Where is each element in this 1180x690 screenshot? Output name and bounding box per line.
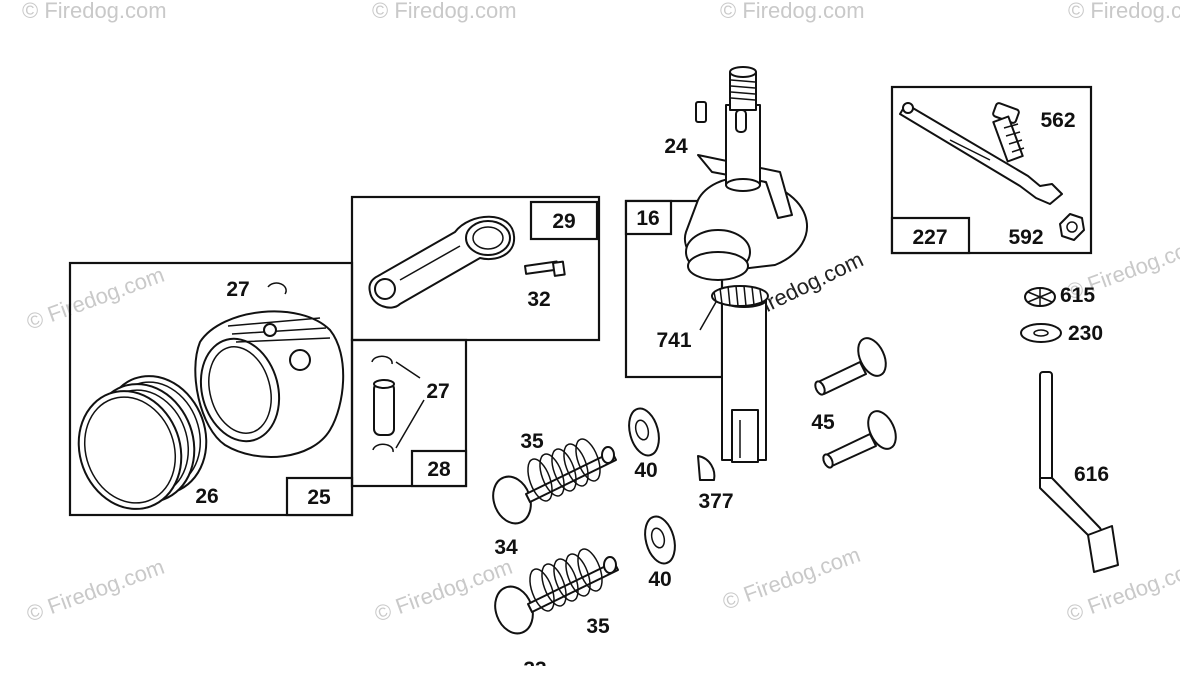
callout-40: 40 [648,568,671,591]
valve-spring [527,438,601,502]
callout-tag [624,199,673,236]
callout-35: 35 [586,615,610,638]
governor-shaft-parts: 615 230 616 [1020,284,1119,573]
woodruff-key-377 [697,455,716,481]
watermark: © Firedog.com [1068,0,1180,23]
spring-cap [603,556,617,574]
group-29-connecting-rod: 29 32 [350,195,601,342]
tappet [814,337,887,396]
callout-tag [285,476,354,517]
rod-bolt [524,260,566,277]
callout-40: 40 [634,459,657,482]
governor-bolt [992,102,1025,163]
piston-rings [77,375,208,510]
governor-lever [899,102,1063,205]
watermark: © Firedog.com [22,0,167,23]
callout-tag [529,200,599,241]
crankshaft [683,66,808,463]
group-box [350,338,468,488]
watermark: © Firedog.com [23,554,167,627]
circlip [267,282,287,295]
callout-24: 24 [664,135,688,158]
callout-29: 29 [552,210,575,233]
callout-26: 26 [195,485,218,508]
group-227-governor: 227 562 592 [890,85,1093,255]
callout-615: 615 [1060,284,1095,307]
watermark: © Firedog.com [371,554,515,627]
callout-25: 25 [307,486,331,509]
valve-retainer-upper [628,407,660,457]
governor-nut [1059,213,1085,241]
group-box [350,195,601,342]
valve-assembly-lower [494,548,619,635]
callout-tag [890,216,971,255]
callout-45: 45 [811,411,835,434]
watermark-layer: © Firedog.com © Firedog.com © Firedog.co… [22,0,1180,627]
group-16-crankshaft: 16 24 741 [624,66,808,463]
callout-34: 34 [494,536,518,559]
watermark: © Firedog.com [1063,554,1180,627]
watermark: © Firedog.com [719,542,863,615]
cutoff-label-clip: 33 [523,658,546,681]
watermark: © Firedog.com [720,0,865,23]
valve-spring [529,548,603,612]
piston [194,310,345,458]
callout-32: 32 [527,288,550,311]
callout-27: 27 [226,278,249,301]
washer-230 [1020,323,1062,343]
watermark: © Firedog.com [372,0,517,23]
callout-227: 227 [912,226,947,249]
callout-377: 377 [698,490,733,513]
connecting-rod [368,215,516,309]
group-25-piston: 25 27 26 [68,261,354,517]
group-28-wrist-pin: 28 27 [350,338,468,488]
callout-741: 741 [656,329,691,352]
callout-33: 33 [523,658,546,681]
callout-tag [410,449,468,488]
callout-16: 16 [636,207,659,230]
retainer-615 [1024,287,1056,307]
circlip [372,443,394,453]
watermark: © Firedog.com [23,262,167,335]
callout-28: 28 [427,458,451,481]
tappet [822,410,897,469]
callout-616: 616 [1074,463,1109,486]
crank-key [695,101,707,123]
callout-562: 562 [1040,109,1075,132]
callout-592: 592 [1008,226,1043,249]
callout-27: 27 [426,380,449,403]
tappets-45: 45 [811,337,897,469]
group-box [890,85,1093,255]
circlip [371,355,393,365]
callout-35: 35 [520,430,544,453]
valve-retainer-lower [644,515,676,565]
valve-assembly-upper [492,438,617,525]
wrist-pin [373,379,395,436]
governor-shaft-616 [1039,371,1119,573]
spring-cap [601,446,615,464]
callout-230: 230 [1068,322,1103,345]
